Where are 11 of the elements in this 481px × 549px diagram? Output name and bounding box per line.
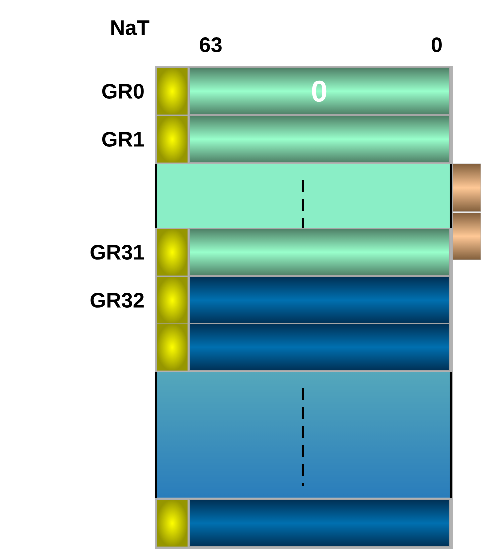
register-bar	[189, 228, 450, 276]
register-name: GR32	[90, 293, 144, 308]
register-bar	[189, 324, 450, 372]
column-heading: NaT	[112, 20, 150, 36]
register-bar	[189, 500, 450, 548]
register-name: GR31	[90, 245, 144, 260]
register-bar	[189, 116, 450, 164]
register-bar: 0	[189, 68, 450, 116]
register-name: GR0	[102, 84, 144, 99]
register-name: GR1	[102, 132, 144, 147]
register-bar	[189, 276, 450, 324]
